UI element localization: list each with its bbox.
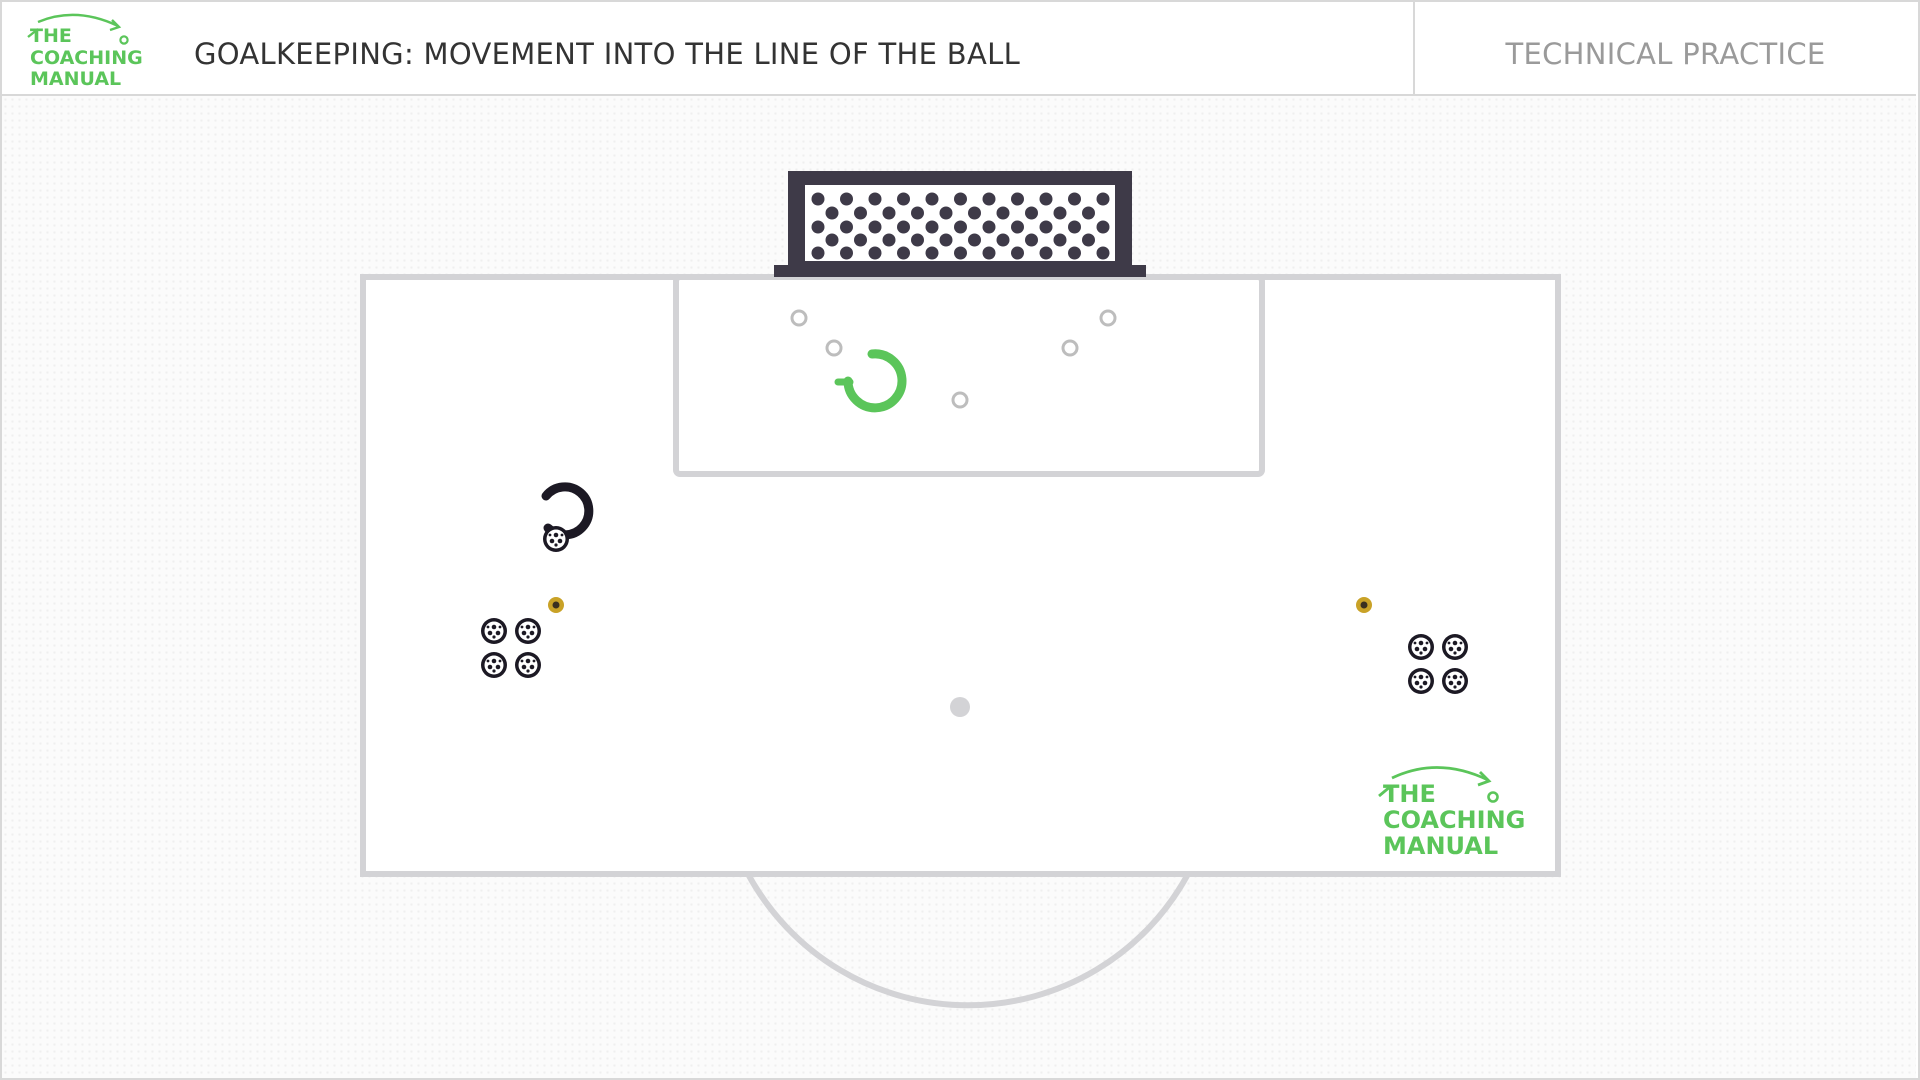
marker-cone [790,309,808,327]
marker-cone [1061,339,1079,357]
marker-cone [825,339,843,357]
net-dot [882,206,896,220]
net-dot [982,246,996,260]
net-dot [1068,246,1081,260]
net-dot [1039,246,1053,260]
watermark-logo: THE COACHING MANUAL [1378,766,1525,860]
football-icon [481,652,507,678]
net-dot [925,192,939,206]
net-dot [1068,192,1081,206]
net-dot [968,233,981,247]
net-dot [982,220,996,234]
net-dot [954,246,967,260]
logo-line-manual: MANUAL [30,68,121,90]
net-dot [925,246,939,260]
net-dot [854,206,867,220]
net-dot [882,233,896,247]
net-dot [1011,192,1024,206]
marker-cone [951,391,969,409]
net-dot [897,220,910,234]
page-title: GOALKEEPING: MOVEMENT INTO THE LINE OF T… [194,37,1021,71]
football-icon [1442,668,1468,694]
net-dot [954,220,967,234]
net-dot [868,220,882,234]
net-dot [1096,246,1110,260]
net-dot [982,192,996,206]
net-dot [968,206,981,220]
net-dot [811,192,825,206]
header-bar: THE COACHING MANUAL GOALKEEPING: MOVEMEN… [2,2,1916,96]
football-icon [481,618,507,644]
net-dot [925,220,939,234]
net-dot [939,233,953,247]
net-dot [939,206,953,220]
net-dot [1053,206,1067,220]
net-dot [1011,246,1024,260]
net-dot [1039,220,1053,234]
net-dot [911,233,924,247]
goal [774,171,1146,277]
six-yard-box [673,274,1265,477]
header-divider [1413,2,1415,94]
football-icon [515,618,541,644]
watermark-line-coaching: COACHING [1383,806,1525,834]
football-icon [543,526,569,552]
marker-cone [1099,309,1117,327]
net-dot [1025,206,1038,220]
net-dot [897,246,910,260]
net-dot [854,233,867,247]
net-dot [811,246,825,260]
net-dot [1082,206,1095,220]
net-dot [1082,233,1095,247]
football-icon [1408,634,1434,660]
pitch-diagram: THE COACHING MANUAL [360,171,1561,1009]
football-icon [1408,668,1434,694]
net-dot [825,233,839,247]
net-dot [840,220,853,234]
net-dot [996,206,1010,220]
penalty-spot-marker [950,697,970,717]
logo-line-coaching: COACHING [30,47,143,69]
server-player-icon [541,482,594,552]
football-icon [1442,634,1468,660]
net-dot [1025,233,1038,247]
net-dot [1096,192,1110,206]
yellow-cone [548,597,564,613]
net-dot [1039,192,1053,206]
goal-net [811,192,1110,260]
net-dot [811,220,825,234]
goalkeeper-icon [834,349,907,413]
football-icon [515,652,541,678]
net-dot [1068,220,1081,234]
logo-line-the: THE [30,25,72,47]
practice-type-label: TECHNICAL PRACTICE [1505,37,1826,71]
net-dot [825,206,839,220]
penalty-arc [745,872,1191,1009]
net-dot [897,192,910,206]
net-dot [996,233,1010,247]
yellow-cone [1356,597,1372,613]
pitch-area: THE COACHING MANUAL [2,96,1916,1078]
coaching-manual-logo: THE COACHING MANUAL [27,13,143,90]
net-dot [868,246,882,260]
net-dot [1096,220,1110,234]
net-dot [868,192,882,206]
net-dot [1053,233,1067,247]
watermark-line-manual: MANUAL [1383,832,1498,860]
net-dot [840,246,853,260]
net-dot [840,192,853,206]
net-dot [954,192,967,206]
net-dot [911,206,924,220]
net-dot [1011,220,1024,234]
watermark-line-the: THE [1383,780,1436,808]
